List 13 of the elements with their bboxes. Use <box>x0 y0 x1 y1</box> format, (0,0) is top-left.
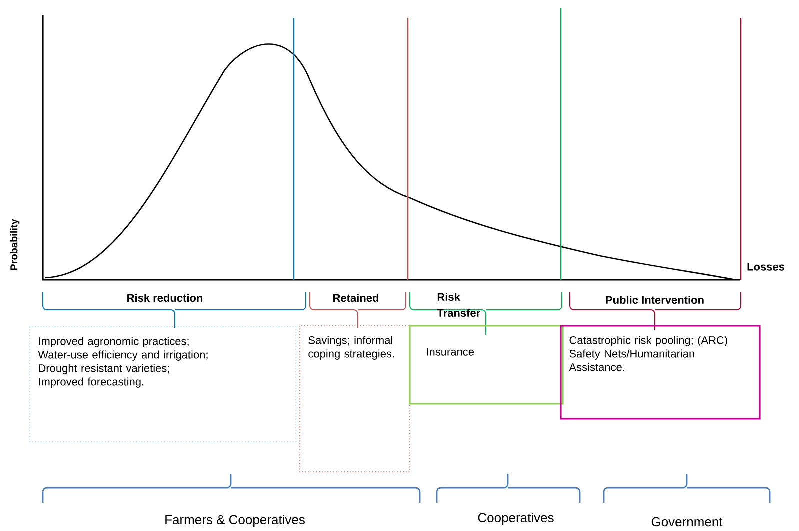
text-box: Savings; informal coping strategies. <box>300 326 410 472</box>
text-box: Improved agronomic practices; Water-use efficiency and irrigation; Drought resistant varieties; Improved forecasting. <box>30 326 296 442</box>
group-label: Cooperatives <box>478 512 554 526</box>
group-label: Government <box>652 517 723 527</box>
category-label: Retained <box>334 294 378 302</box>
category-label: Risk Transfer <box>437 292 480 318</box>
text-box: Insurance <box>409 325 564 405</box>
category-label: Risk reduction <box>128 294 203 302</box>
text-box: Catastrophic risk pooling; (ARC) Safety Nets/Humanitarian Assistance. <box>560 325 761 420</box>
category-label: Public Intervention <box>606 296 704 304</box>
axis-label: Losses <box>748 263 784 271</box>
group-label: Farmers & Cooperatives <box>166 514 305 528</box>
axis-label: Probability <box>10 219 20 270</box>
